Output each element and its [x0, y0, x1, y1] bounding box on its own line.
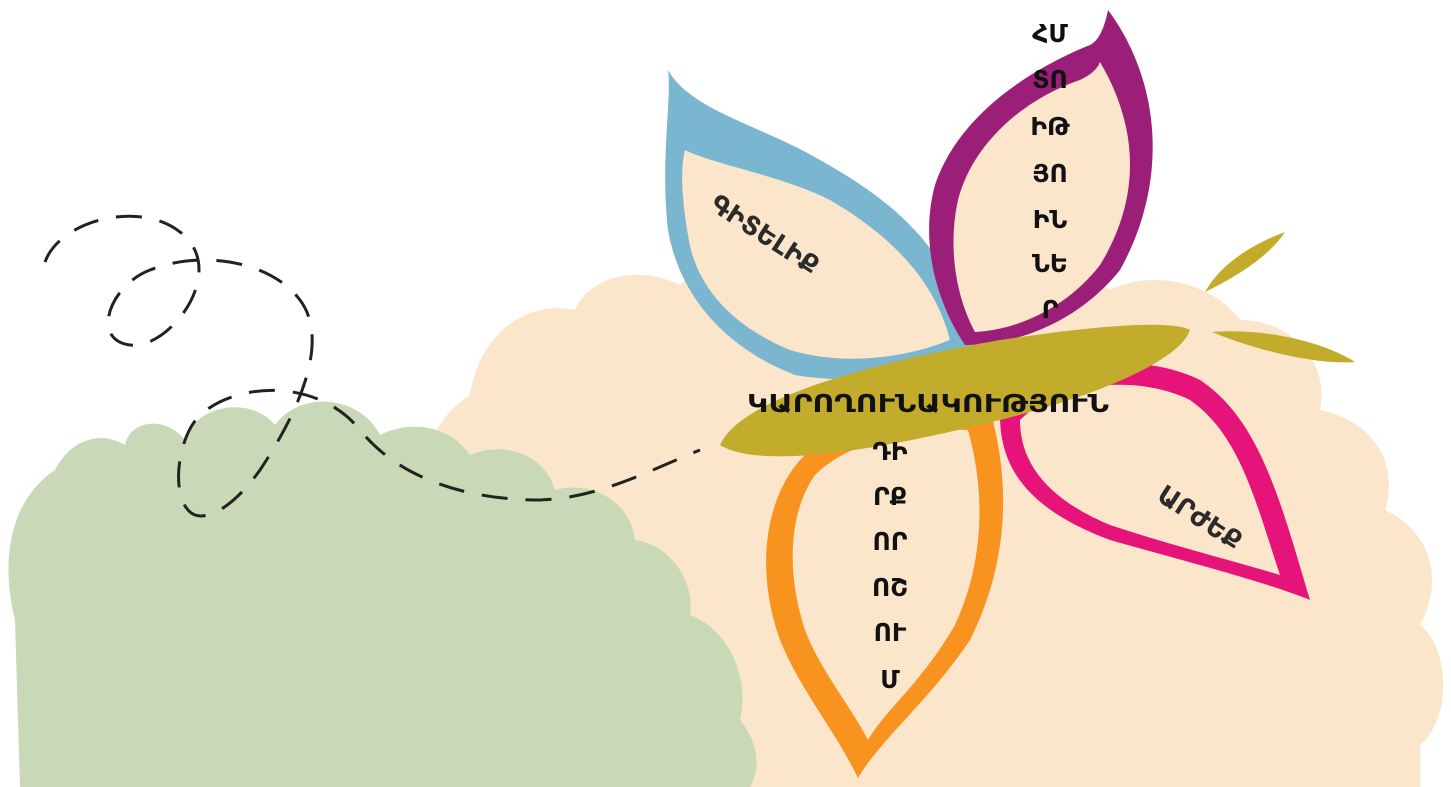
body-label-competence: ԿԱՐՈՂՈՒՆԱԿՈՒԹՅՈՒՆ: [747, 389, 1109, 418]
stack-line: ԻԹ: [1030, 112, 1070, 141]
wing-bottom-left: [766, 409, 1004, 778]
stack-line: ՀՄ: [1032, 19, 1068, 48]
stack-line: ՅՈ: [1032, 159, 1068, 188]
antenna-upper: [1205, 232, 1285, 292]
green-bush: [8, 401, 757, 787]
wing-label-skills-stack: ՀՄ ՏՈ ԻԹ ՅՈ ԻՆ ՆԵ Ր: [1030, 19, 1070, 324]
wing-label-attitudes-stack: ԴԻ ՐՔ ՈՐ ՈՇ ՈՒ Մ: [872, 437, 908, 694]
stack-line: Մ: [880, 665, 900, 694]
wing-top-right: [929, 10, 1153, 345]
antenna-lower: [1212, 331, 1355, 363]
stack-line: ՏՈ: [1032, 65, 1068, 94]
butterfly-icon: [720, 232, 1355, 457]
stack-line: ՈՇ: [872, 573, 908, 602]
stack-line: ՐՔ: [873, 482, 907, 511]
stack-line: Ր: [1042, 295, 1059, 324]
wing-top-left: [665, 70, 975, 380]
stack-line: ՆԵ: [1032, 249, 1068, 278]
stack-line: ՈՒ: [874, 618, 907, 647]
stack-line: ԻՆ: [1033, 205, 1068, 234]
butterfly-body: [720, 324, 1190, 457]
dashed-flight-path: [43, 214, 701, 518]
wing-bottom-right: [1000, 363, 1310, 600]
stack-line: ԴԻ: [873, 437, 908, 466]
stack-line: ՈՐ: [873, 527, 908, 556]
